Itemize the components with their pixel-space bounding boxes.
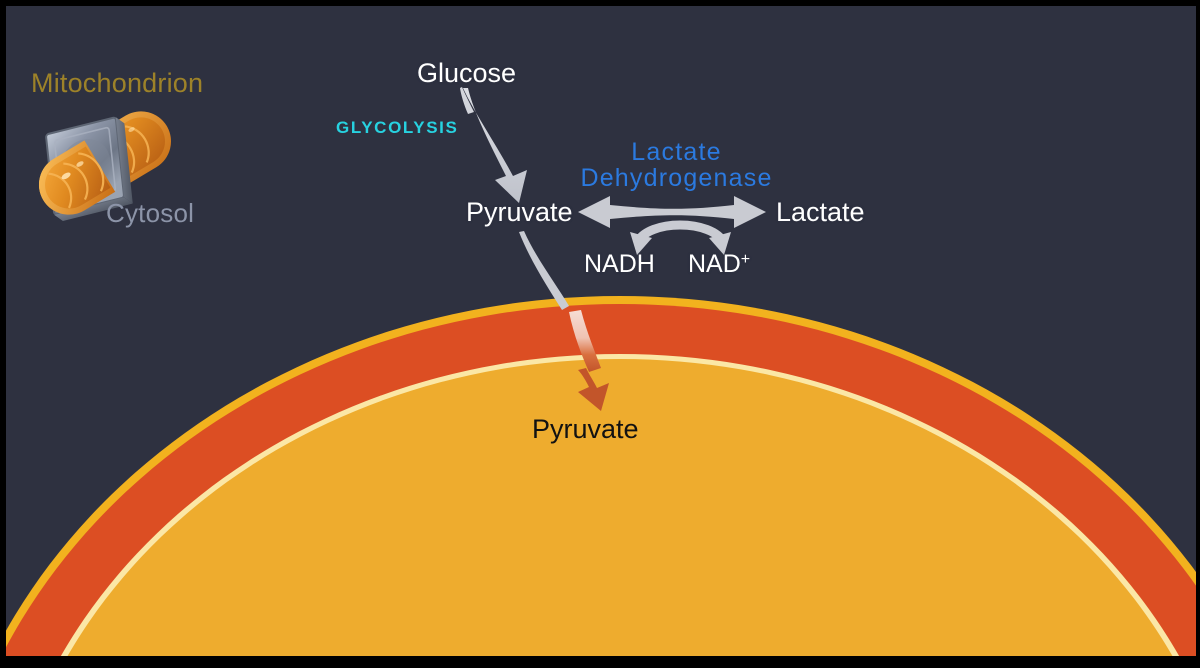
pyruvate-transport-tail [519,231,569,310]
glycolysis-arrow-tail [460,87,474,114]
mitochondrion-matrix [67,359,1173,656]
pyruvate-import-arrow [569,310,601,372]
pyruvate-import-arrowhead [578,368,609,411]
mitochondrion-icon-front-lobe [39,140,116,215]
ldh-double-arrow [578,196,766,228]
glycolysis-arrow [463,88,527,203]
cofactor-arc-arrow [630,220,731,255]
